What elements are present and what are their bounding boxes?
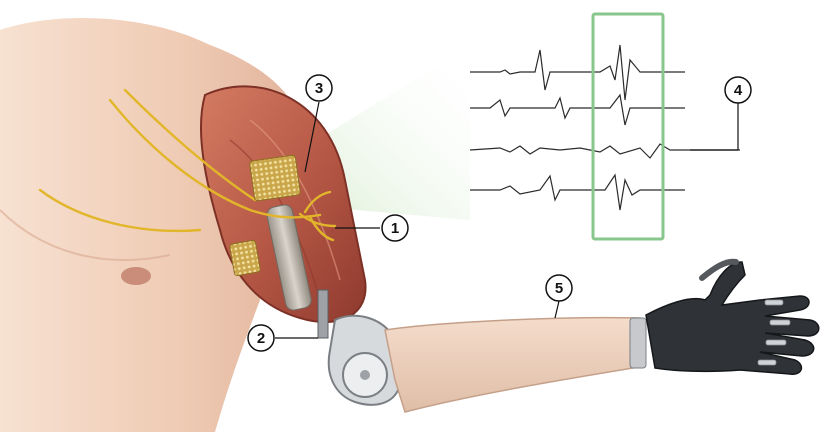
electrode-array-lower (229, 240, 260, 276)
electrode-array-upper (249, 155, 300, 201)
callout-2: 2 (248, 325, 274, 351)
emg-trace-3 (470, 144, 740, 158)
callout-1: 1 (382, 215, 408, 241)
nipple (121, 267, 151, 285)
emg-trace-2 (470, 95, 685, 125)
emg-trace-1 (470, 45, 685, 100)
svg-text:4: 4 (734, 82, 743, 99)
svg-text:1: 1 (391, 220, 399, 237)
svg-text:2: 2 (257, 330, 265, 347)
forearm-sleeve (385, 318, 645, 412)
callout-5: 5 (546, 275, 572, 301)
highlight-window (593, 14, 663, 239)
callout-3: 3 (306, 75, 332, 101)
callout-4: 4 (725, 77, 751, 103)
emg-signals (470, 45, 740, 210)
svg-text:5: 5 (555, 280, 563, 297)
wrist-ring (630, 318, 646, 368)
svg-text:3: 3 (315, 80, 323, 97)
prosthetic-hand (646, 262, 819, 375)
connector-rod (318, 290, 328, 338)
emg-trace-4 (470, 175, 685, 210)
